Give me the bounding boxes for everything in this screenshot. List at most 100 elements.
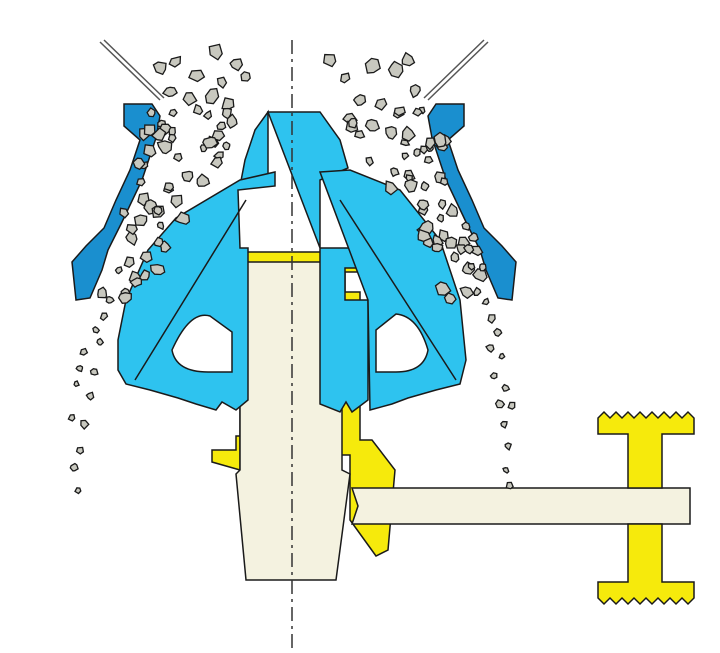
- rock-piece: [437, 198, 447, 211]
- rock-piece: [502, 467, 510, 474]
- rock-piece: [181, 170, 194, 183]
- feed-rocks: [67, 43, 516, 495]
- rock-piece: [489, 372, 498, 380]
- rock-piece: [399, 139, 411, 147]
- rock-piece: [192, 103, 204, 116]
- rock-piece: [216, 121, 227, 131]
- rock-piece: [412, 107, 424, 117]
- rock-piece: [365, 156, 374, 167]
- rock-piece: [105, 296, 115, 304]
- rock-piece: [420, 180, 430, 192]
- mantle-cavities: [171, 313, 429, 373]
- rock-piece: [170, 194, 183, 209]
- rock-piece: [494, 399, 506, 409]
- rock-piece: [153, 236, 164, 248]
- rock-piece: [79, 347, 89, 356]
- rock-piece: [163, 182, 175, 192]
- rock-piece: [114, 266, 123, 275]
- rock-piece: [322, 53, 337, 68]
- rock-piece: [498, 352, 506, 360]
- rock-piece: [240, 71, 251, 82]
- rock-piece: [135, 178, 146, 187]
- rock-piece: [385, 126, 398, 140]
- rock-piece: [208, 43, 223, 61]
- rock-piece: [202, 109, 213, 121]
- rock-piece: [97, 286, 108, 299]
- rock-piece: [444, 236, 458, 249]
- rock-piece: [188, 69, 206, 83]
- rock-piece: [387, 60, 404, 79]
- rock-piece: [417, 228, 432, 242]
- rock-piece: [150, 127, 167, 142]
- rock-piece: [67, 414, 76, 422]
- rock-piece: [139, 269, 150, 281]
- rock-piece: [92, 326, 101, 334]
- bowl-liner-right: [427, 103, 517, 301]
- rock-piece: [461, 221, 471, 231]
- rock-piece: [354, 129, 366, 139]
- rock-piece: [156, 221, 165, 231]
- rock-piece: [216, 76, 228, 89]
- rock-piece: [393, 106, 406, 117]
- rock-piece: [416, 199, 430, 211]
- rock-piece: [339, 72, 351, 84]
- rock-piece: [149, 263, 166, 276]
- rock-piece: [117, 292, 132, 304]
- rock-piece: [143, 144, 157, 158]
- rock-piece: [493, 327, 503, 337]
- rock-piece: [500, 420, 508, 429]
- rock-piece: [80, 419, 90, 430]
- rock-piece: [348, 117, 358, 129]
- rock-piece: [467, 232, 479, 242]
- rock-piece: [168, 108, 178, 118]
- rock-piece: [125, 224, 138, 236]
- rock-piece: [409, 83, 421, 99]
- rock-piece: [132, 157, 146, 171]
- rock-piece: [501, 383, 511, 392]
- rock-piece: [202, 136, 219, 149]
- rock-piece: [119, 207, 130, 219]
- rock-piece: [168, 55, 182, 68]
- rock-piece: [173, 152, 183, 163]
- rock-piece: [364, 57, 381, 74]
- rock-piece: [204, 87, 220, 105]
- rock-piece: [85, 391, 95, 401]
- rock-piece: [222, 141, 231, 151]
- rock-piece: [423, 156, 434, 164]
- rock-piece: [364, 118, 381, 132]
- rock-piece: [401, 125, 416, 142]
- rock-piece: [74, 487, 82, 495]
- mantle-lines: [134, 199, 457, 381]
- rock-piece: [424, 137, 436, 151]
- countershaft: [350, 487, 691, 525]
- rock-piece: [507, 401, 516, 410]
- rock-piece: [153, 205, 163, 216]
- rock-piece: [168, 126, 176, 136]
- rock-piece: [481, 297, 490, 306]
- rock-piece: [471, 268, 488, 283]
- rock-piece: [139, 251, 153, 264]
- rock-piece: [352, 93, 367, 107]
- rock-piece: [73, 380, 80, 388]
- rock-piece: [431, 242, 444, 253]
- rock-piece: [374, 97, 388, 111]
- rock-piece: [413, 148, 421, 157]
- rock-piece: [419, 145, 429, 155]
- rock-piece: [401, 152, 410, 161]
- rock-piece: [445, 202, 459, 217]
- rock-piece: [123, 256, 135, 269]
- rock-piece: [152, 61, 167, 76]
- rock-piece: [89, 368, 99, 376]
- rock-piece: [436, 213, 444, 223]
- rock-piece: [401, 51, 416, 67]
- rock-piece: [404, 179, 418, 193]
- rock-piece: [133, 214, 148, 227]
- rock-piece: [439, 177, 449, 186]
- rock-piece: [467, 263, 476, 271]
- rock-piece: [443, 292, 457, 305]
- rock-piece: [478, 263, 487, 272]
- rock-piece: [229, 58, 244, 72]
- rock-piece: [385, 180, 399, 196]
